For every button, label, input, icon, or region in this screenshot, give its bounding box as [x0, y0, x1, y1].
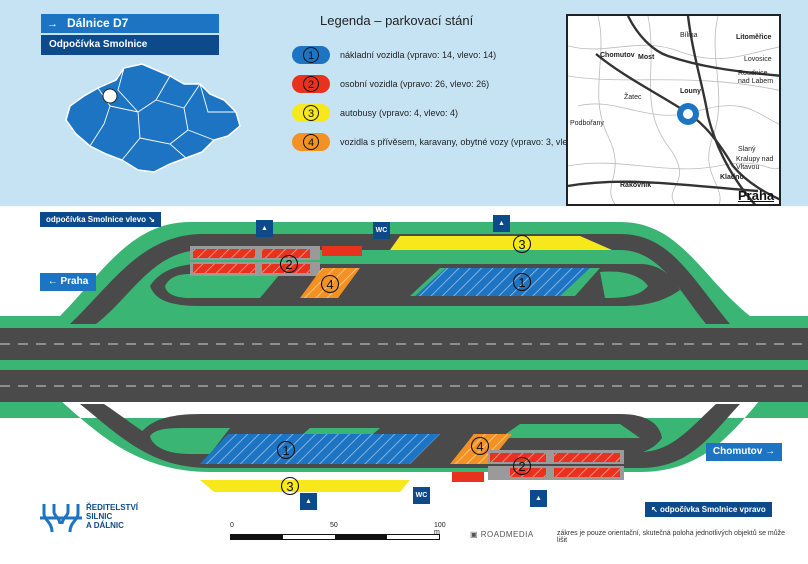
direction-sign-praha: ← Praha [40, 273, 96, 291]
marker-cars-north: 2 [285, 257, 292, 272]
legend-number-4: 4 [303, 134, 319, 150]
roadmedia-icon: ▣ [470, 530, 481, 539]
place-bilina: Bílina [680, 32, 698, 39]
svg-text:1: 1 [308, 50, 314, 62]
czech-republic-map [65, 63, 241, 173]
legend-icon-cars [292, 75, 330, 93]
picnic-icon: ▲ [493, 215, 510, 232]
legend-number-2: 2 [303, 76, 319, 92]
place-chomutov: Chomutov [600, 52, 635, 59]
place-kladno: Kladno [720, 174, 744, 181]
left-exit-sign: odpočívka Smolnice vlevo ↘ [40, 212, 161, 227]
org-line-1: ŘEDITELSTVÍ [86, 503, 139, 512]
marker-buses-south: 3 [286, 479, 293, 494]
place-rakovnik: Rakovník [620, 182, 652, 189]
scale-label-100: 100 m [434, 522, 446, 536]
legend-label-trucks: nákladní vozidla (vpravo: 14, vlevo: 14) [340, 50, 497, 60]
marker-trucks-south: 1 [282, 443, 289, 458]
place-most: Most [638, 54, 655, 61]
wc-icon-south: WC [413, 487, 430, 504]
marker-trucks-north: 1 [518, 275, 525, 290]
picnic-icon: ▲ [256, 220, 273, 237]
south-car-bay-5 [452, 472, 484, 482]
rsd-logo-icon [40, 504, 82, 533]
right-exit-sign: ↖ odpočívka Smolnice vpravo [645, 502, 772, 517]
inset-roads [568, 16, 779, 204]
place-louny: Louny [680, 88, 701, 95]
legend-label-cars: osobní vozidla (vpravo: 26, vlevo: 26) [340, 79, 490, 89]
wc-icon-north: WC [373, 222, 390, 239]
direction-sign-chomutov: Chomutov → [706, 443, 782, 461]
arrow-down-right-icon: ↘ [148, 215, 155, 224]
partner-logo: ▣ ROADMEDIA [470, 530, 534, 539]
arrow-up-left-icon: ↖ [651, 505, 658, 514]
right-exit-label: odpočívka Smolnice vpravo [659, 505, 766, 514]
svg-text:2: 2 [308, 79, 314, 91]
legend-label-buses: autobusy (vpravo: 4, vlevo: 4) [340, 108, 459, 118]
place-slany: Slaný [738, 146, 756, 153]
arrow-right-icon: → [47, 18, 58, 30]
legend-icon-trucks [292, 46, 330, 64]
org-line-3: A DÁLNIC [86, 521, 124, 530]
inset-locator-map: Bílina Most Litoměřice Chomutov Lovosice… [566, 14, 781, 206]
scale-label-50: 50 [330, 522, 338, 529]
left-exit-label: odpočívka Smolnice vlevo [46, 215, 147, 224]
svg-text:4: 4 [308, 137, 314, 149]
legend-icon-caravans [292, 133, 330, 151]
marker-buses-north: 3 [518, 237, 525, 252]
disclaimer: zákres je pouze orientační, skutečná pol… [557, 530, 786, 544]
marker-cars-south: 2 [518, 459, 525, 474]
north-bus-bay [390, 236, 612, 250]
org-line-2: SILNIC [86, 512, 113, 521]
svg-text:3: 3 [308, 108, 314, 120]
legend-title: Legenda – parkovací stání [320, 13, 474, 28]
north-car-bay-3 [322, 246, 362, 256]
scale-label-0: 0 [230, 522, 234, 529]
marker-caravans-south: 4 [476, 439, 483, 454]
legend-number-3: 3 [303, 105, 319, 121]
place-litomerice: Litoměřice [736, 34, 772, 41]
picnic-icon: ▲ [530, 490, 547, 507]
motorway-name: Dálnice D7 [67, 16, 129, 30]
legend-label-caravans: vozidla s přívěsem, karavany, obytné voz… [340, 137, 590, 147]
partner-name: ROADMEDIA [480, 530, 534, 539]
south-bus-bay [200, 480, 410, 492]
motorway-badge: → Dálnice D7 [41, 14, 219, 33]
place-praha: Praha [738, 188, 775, 203]
legend-number-1: 1 [303, 47, 319, 63]
location-marker-icon [102, 88, 118, 104]
org-name: ŘEDITELSTVÍ SILNIC A DÁLNIC [86, 503, 138, 530]
marker-caravans-north: 4 [326, 277, 333, 292]
legend-icon-buses [292, 104, 330, 122]
place-zatec: Žatec [624, 94, 642, 101]
picnic-icon: ▲ [300, 493, 317, 510]
rest-area-badge: Odpočívka Smolnice [41, 35, 219, 55]
place-roudnice: Roudnice nad Labem [738, 70, 774, 85]
place-lovosice: Lovosice [744, 56, 772, 63]
place-kralupy: Kralupy nad Vltavou [736, 156, 774, 171]
rest-area-diagram: 2 4 3 1 1 4 2 3 [0, 222, 808, 496]
place-podborany: Podbořany [570, 120, 604, 127]
